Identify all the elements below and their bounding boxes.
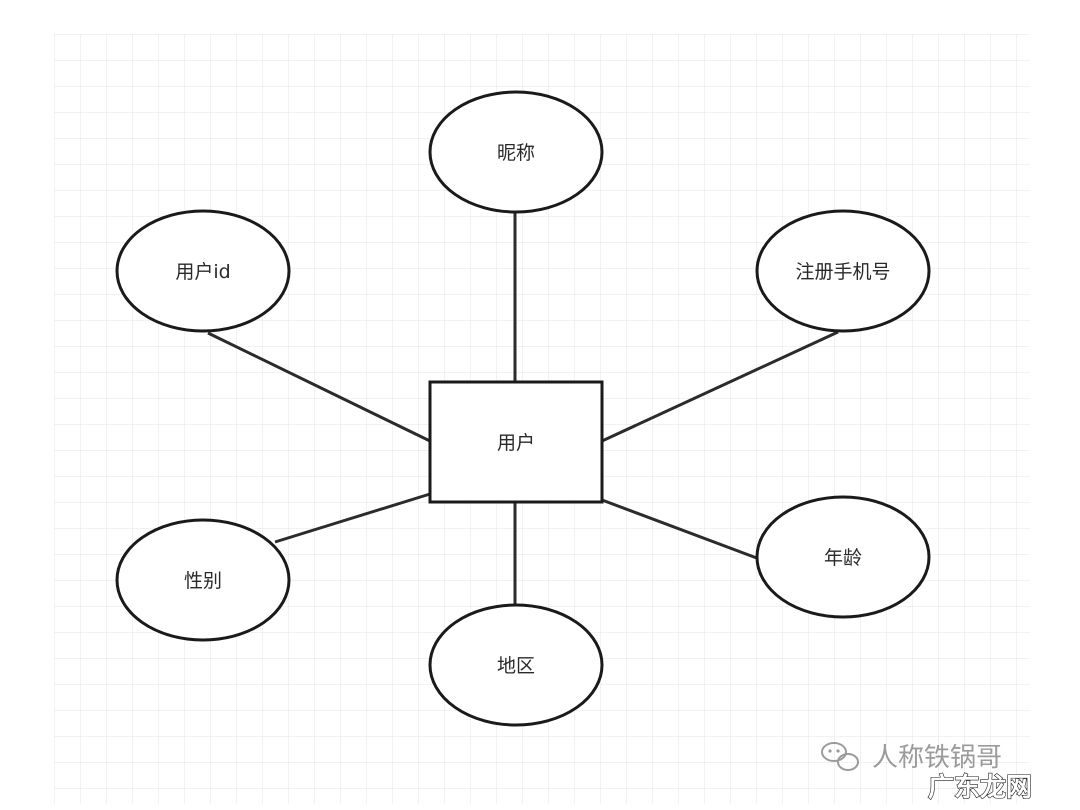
- attribute-user-id-label: 用户id: [175, 261, 230, 283]
- entity-user-label: 用户: [497, 432, 535, 454]
- connector-user-id: [207, 331, 431, 443]
- watermark: 人称铁锅哥 广东龙网: [821, 742, 1033, 804]
- wechat-icon: [821, 742, 859, 771]
- attribute-gender-ellipse[interactable]: [115, 518, 291, 642]
- attribute-age-label: 年龄: [824, 547, 862, 569]
- attribute-nickname-label: 昵称: [497, 142, 535, 164]
- attribute-region-label: 地区: [497, 655, 535, 677]
- entity-user-box[interactable]: [428, 380, 604, 504]
- watermark-account: 人称铁锅哥: [872, 743, 1002, 773]
- attribute-age-ellipse[interactable]: [755, 495, 931, 619]
- attribute-nickname-ellipse[interactable]: [428, 90, 604, 214]
- connector-age: [601, 498, 763, 562]
- attribute-phone-label: 注册手机号: [795, 261, 890, 283]
- attribute-user-id-ellipse[interactable]: [115, 209, 291, 333]
- connector-phone: [601, 330, 839, 443]
- watermark-site: 广东龙网: [928, 772, 1032, 803]
- attribute-region-ellipse[interactable]: [428, 603, 604, 727]
- attribute-phone-ellipse[interactable]: [755, 209, 931, 333]
- attribute-gender-label: 性别: [184, 570, 222, 592]
- connectors: [207, 212, 839, 606]
- connector-gender: [274, 492, 431, 544]
